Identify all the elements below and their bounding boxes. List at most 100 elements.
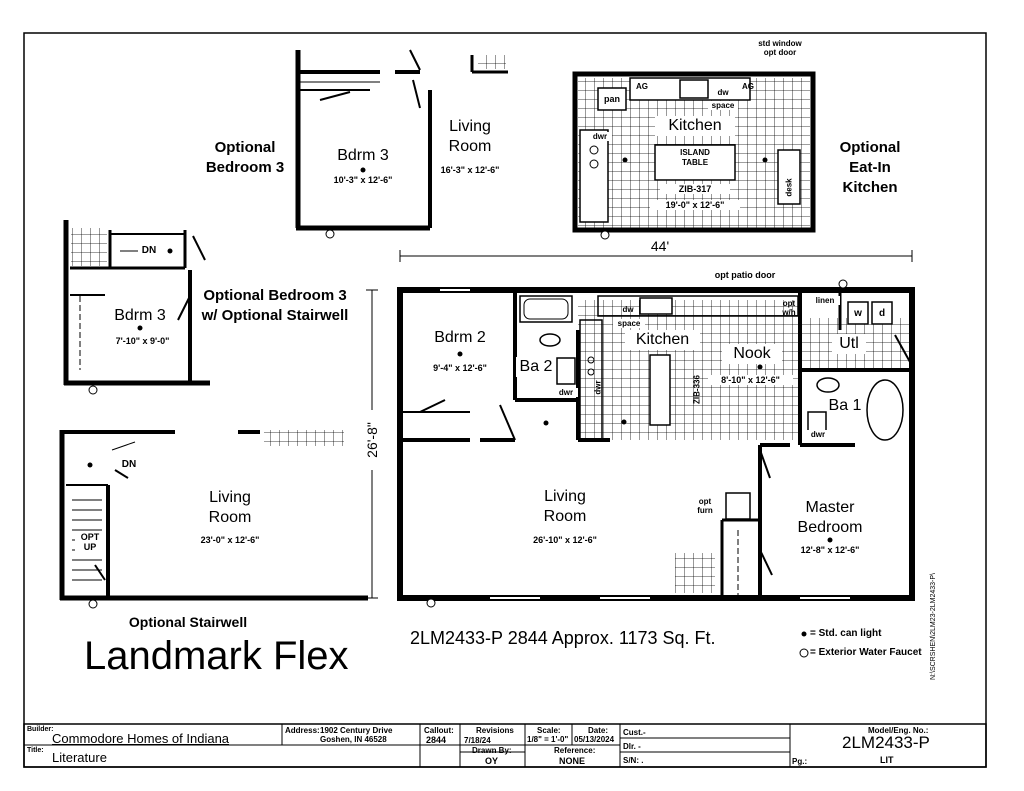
ba2-dwr-note: dwr [554,388,578,397]
opt-stair-bedroom-label-line2: w/ Optional Stairwell [201,307,349,324]
opt-bedroom3-label-line2: Bedroom 3 [205,159,285,176]
opt-stairwell-opt: OPT UP [75,532,105,552]
ba1-name: Ba 1 [828,396,862,416]
title-block-grid [23,723,987,768]
opt-kitchen-zib: ZIB-317 [660,184,730,194]
legend-water-faucet: = Exterior Water Faucet [810,647,922,658]
opt-kitchen-plan [572,71,816,240]
side-path-text: N:\SCRSHEN\2LM23-2LM2433-P\ [930,573,937,680]
scale-value: 1/8" = 1'-0" [527,735,569,744]
date-value: 05/13/2024 [574,735,615,744]
opt-kitchen-dwr: dwr [588,132,612,141]
kitchen-dw-note: dw [622,305,634,314]
table-text: TABLE [681,158,709,167]
legend-can-light: = Std. can light [810,628,882,639]
sn-field: S/N: . [623,756,644,765]
island-text: ISLAND [680,148,710,157]
callout-value: 2844 [426,735,447,745]
kitchen-space-note: space [613,319,645,328]
opt-door-text: opt door [763,48,797,57]
title-label: Title: [27,747,44,754]
opt-stairwell-living-line2: Room [208,509,252,526]
living-room-line2: Room [543,508,587,525]
opt-wh-note: opt w/h [776,299,802,317]
opt-kitchen-label-line2: Eat-In [849,159,891,176]
drawn-label: Drawn By: [472,746,512,755]
opt-bedroom3-label-line1: Optional [214,139,276,156]
opt-kitchen-label-line3: Kitchen [842,179,898,196]
pg-label: Pg.: [792,757,808,766]
address-label: Address: [285,726,320,735]
ba2-name: Ba 2 [516,357,556,377]
opt-stair-bdrm-name: Bdrm 3 [114,307,166,324]
opt-kitchen-label: Optional Eat-In Kitchen [825,138,915,198]
opt-text: OPT [80,532,100,542]
reference-value: NONE [559,756,586,766]
cust-field: Cust.- [623,728,646,737]
linen-note: linen [810,296,840,305]
opt-kitchen-ag1: AG [636,82,648,91]
revisions-value: 7/18/24 [464,736,491,745]
std-window-note: std window opt door [740,39,820,57]
dlr-field: Dlr. - [623,742,641,751]
opt-stair-bedroom-label: Optional Bedroom 3 w/ Optional Stairwell [195,286,355,326]
dim-depth: 26'-8" [364,410,380,470]
master-bedroom-line1: Master [805,499,855,516]
opt-bedroom3-label: Optional Bedroom 3 [195,138,295,178]
opt-kitchen-desk: desk [784,178,794,197]
opt-bdrm3-name: Bdrm 3 [337,147,389,164]
opt-stairwell-dn: DN [118,459,140,470]
nook-name: Nook [722,344,782,364]
opt-bdrm3-room: Bdrm 3 [318,146,408,166]
opt-bdrm3-size: 10'-3" x 12'-6" [333,175,393,185]
opt-stair-bedroom-label-line1: Optional Bedroom 3 [203,287,347,304]
bdrm2-name: Bdrm 2 [434,329,486,346]
opt-kitchen-ag2: AG [742,82,754,91]
nook-size: 8'-10" x 12'-6" [708,375,793,385]
up-text: UP [83,542,97,552]
opt-furn-note: opt furn [692,497,718,515]
master-bedroom-line2: Bedroom [797,519,863,536]
opt-bdrm3-living: Living Room [430,117,510,157]
opt-kitchen-size: 19'-0" x 12'-6" [650,200,740,210]
main-title: Landmark Flex [84,634,349,678]
living-room-name: Living Room [530,487,600,527]
washer-note: w [854,308,862,319]
ba1-dwr-note: dwr [806,430,830,439]
reference-label: Reference: [554,746,596,755]
living-room-size: 26'-10" x 12'-6" [533,535,597,545]
builder-value: Commodore Homes of Indiana [52,731,230,746]
address-line2: Goshen, IN 46528 [320,735,387,744]
revisions-label: Revisions [476,726,514,735]
opt-kitchen-name: Kitchen [655,116,735,136]
opt-stairwell-label: Optional Stairwell [128,614,248,630]
model-value: 2LM2433-P [842,733,930,752]
living-room-line1: Living [544,488,586,505]
scale-label: Scale: [537,726,561,735]
address-line1: 1902 Century Drive [320,726,393,735]
opt-kitchen-space: space [708,101,738,110]
title-value: Literature [52,750,107,765]
main-floor-plan [397,279,915,608]
kitchen-dwr-note: dwr [593,380,603,395]
opt-stairwell-plan [59,430,368,609]
patio-door-note: opt patio door [714,270,776,280]
model-label: Model/Eng. No.: [868,726,929,735]
opt-stair-bdrm-dn: DN [138,245,160,256]
builder-label: Builder: [27,726,54,733]
opt-stairwell-living: Living Room [190,488,270,528]
model-line: 2LM2433-P 2844 Approx. 1173 Sq. Ft. [410,628,716,648]
opt-bdrm3-living-size: 16'-3" x 12'-6" [440,165,500,175]
callout-label: Callout: [424,726,454,735]
master-bedroom-size: 12'-8" x 12'-6" [800,545,860,555]
opt-stairwell-living-size: 23'-0" x 12'-6" [200,535,260,545]
opt-bdrm3-living-line2: Room [448,138,492,155]
opt-kitchen-dw: dw [717,88,729,97]
bdrm2-size: 9'-4" x 12'-6" [433,363,487,373]
opt-kitchen-label-line1: Optional [839,139,901,156]
std-window-text: std window [758,39,802,48]
island-table-label: ISLAND TABLE [660,148,730,168]
opt-furn-line2: furn [697,506,713,515]
opt-wh-line1: opt [782,299,796,308]
